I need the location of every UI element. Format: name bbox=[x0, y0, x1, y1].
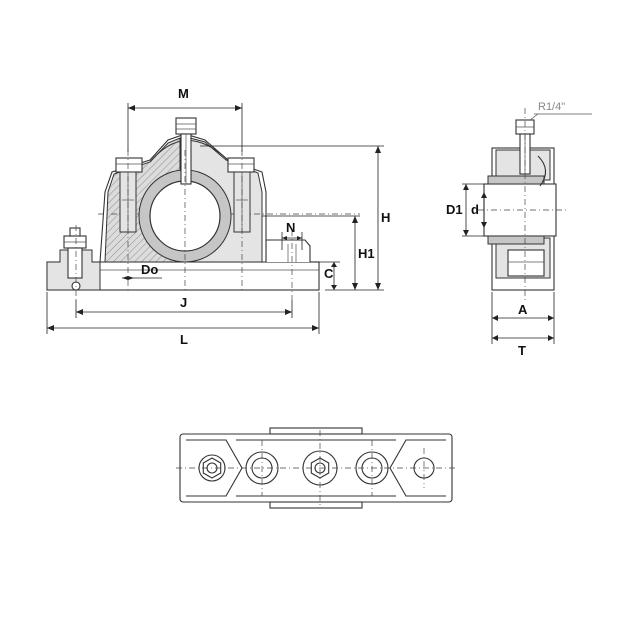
dim-label-J: J bbox=[180, 295, 187, 310]
dim-label-M: M bbox=[178, 86, 189, 101]
dim-label-H1: H1 bbox=[358, 246, 375, 261]
dim-label-Do: Do bbox=[141, 262, 158, 277]
top-view bbox=[176, 427, 456, 509]
dim-label-H: H bbox=[381, 210, 390, 225]
front-dimensions: M H H1 N C Do J bbox=[46, 86, 390, 347]
dim-label-L: L bbox=[180, 332, 188, 347]
dim-label-C: C bbox=[324, 266, 334, 281]
dim-label-d: d bbox=[471, 202, 479, 217]
grease-fitting-label: R1/4" bbox=[538, 101, 565, 113]
dim-label-A: A bbox=[518, 302, 528, 317]
front-view bbox=[46, 117, 360, 300]
foot-bolt bbox=[63, 227, 87, 291]
dim-label-D1: D1 bbox=[446, 202, 463, 217]
dim-label-N: N bbox=[286, 220, 295, 235]
side-view: R1/4" bbox=[478, 101, 592, 300]
grease-nipple bbox=[175, 117, 197, 135]
side-dimensions: D1 d A T bbox=[446, 183, 555, 358]
dim-label-T: T bbox=[518, 343, 526, 358]
